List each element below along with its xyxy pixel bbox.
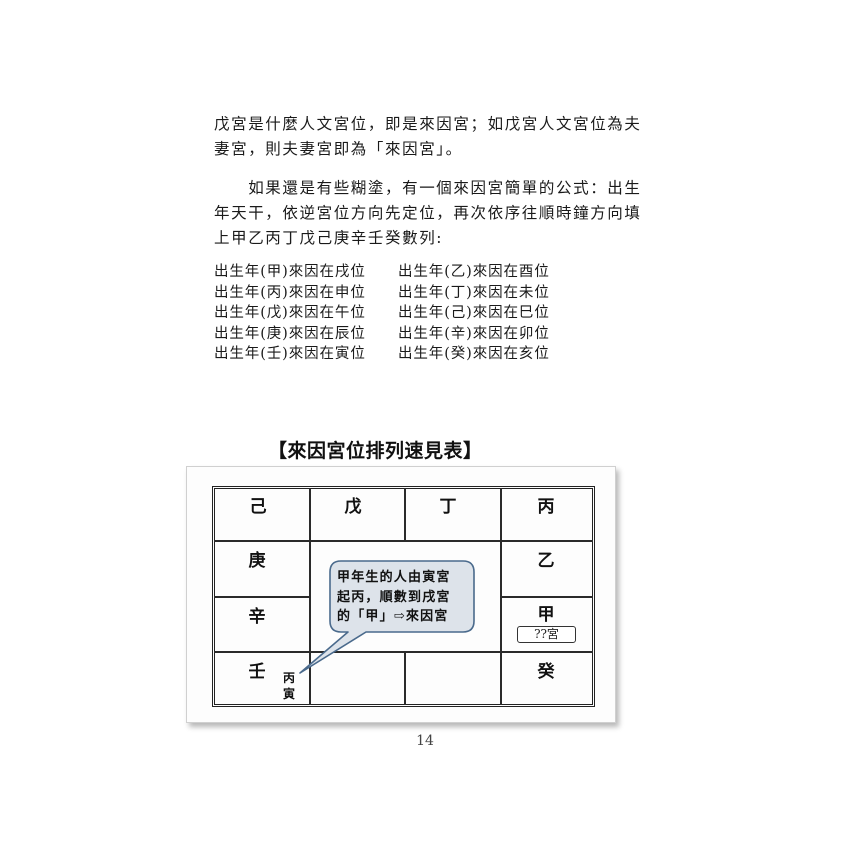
callout-line: 甲年生的人由寅宮 — [337, 570, 451, 585]
stem-ji: 己 — [249, 497, 267, 517]
stem-xin: 辛 — [248, 607, 266, 627]
text-line: 戊宮是什麼人文宮位，即是來因宮；如戊宮人文宮位為夫 — [214, 115, 642, 133]
grid-line — [500, 488, 502, 705]
list-item: 出生年(甲)來因在戌位 — [214, 264, 366, 280]
callout-text: 甲年生的人由寅宮 起丙，順數到戌宮 的「甲」⇨來因宮 — [337, 568, 473, 627]
birth-year-list: 出生年(甲)來因在戌位 出生年(乙)來因在酉位 出生年(丙)來因在申位 出生年(… — [214, 262, 582, 365]
grid-line — [500, 540, 593, 542]
list-item: 出生年(庚)來因在辰位 — [214, 325, 366, 342]
list-item: 出生年(戊)來因在午位 — [214, 305, 366, 321]
corner-label-bing: 丙 — [283, 671, 296, 685]
stem-wu: 戊 — [344, 497, 362, 517]
list-item: 出生年(己)來因在巳位 — [398, 305, 550, 321]
list-item: 出生年(癸)來因在亥位 — [398, 346, 550, 362]
list-item: 出生年(壬)來因在寅位 — [214, 346, 366, 362]
list-item: 出生年(乙)來因在酉位 — [398, 264, 550, 280]
list-row: 出生年(甲)來因在戌位 出生年(乙)來因在酉位 — [214, 262, 582, 283]
grid-line — [309, 488, 311, 705]
list-row: 出生年(壬)來因在寅位 出生年(癸)來因在亥位 — [214, 344, 582, 365]
text-line: 年天干，依逆宮位方向先定位，再次依序往順時鐘方向填 — [214, 204, 642, 222]
stem-ren: 壬 — [248, 662, 266, 682]
grid-line — [214, 540, 310, 542]
stem-jia: 甲 — [537, 605, 555, 625]
list-row: 出生年(庚)來因在辰位 出生年(辛)來因在卯位 — [214, 324, 582, 345]
stem-gui: 癸 — [537, 662, 555, 682]
text-line: 上甲乙丙丁戊己庚辛壬癸數列: — [214, 229, 444, 247]
list-item: 出生年(丙)來因在申位 — [214, 284, 366, 301]
stem-yi: 乙 — [537, 551, 555, 571]
grid-line — [500, 596, 593, 598]
callout-line: 起丙，順數到戌宮 — [337, 589, 451, 605]
grid-line — [214, 596, 310, 598]
list-row: 出生年(戊)來因在午位 出生年(己)來因在巳位 — [214, 303, 582, 324]
palace-grid — [212, 486, 595, 707]
table-title: 【來因宮位排列速見表】 — [268, 440, 483, 462]
callout-line: 的「甲」⇨來因宮 — [337, 609, 449, 624]
list-item: 出生年(辛)來因在卯位 — [398, 325, 550, 342]
stem-bing: 丙 — [537, 497, 555, 517]
grid-line — [404, 651, 406, 705]
list-row: 出生年(丙)來因在申位 出生年(丁)來因在未位 — [214, 283, 582, 304]
grid-line — [404, 488, 406, 541]
text-line: 妻宮，則夫妻宮即為「來因宮」。 — [214, 140, 463, 158]
page-number: 14 — [416, 733, 434, 749]
text-line: 如果還是有些糊塗，有一個來因宮簡單的公式：出生 — [214, 179, 642, 197]
stem-ding: 丁 — [439, 497, 457, 517]
unknown-palace-tag: ??宮 — [517, 626, 576, 643]
paragraph-intro: 戊宮是什麼人文宮位，即是來因宮；如戊宮人文宮位為夫 妻宮，則夫妻宮即為「來因宮」… — [214, 112, 642, 162]
corner-label-yin: 寅 — [283, 687, 296, 701]
list-item: 出生年(丁)來因在未位 — [398, 284, 550, 301]
stem-geng: 庚 — [248, 551, 266, 571]
paragraph-formula: 如果還是有些糊塗，有一個來因宮簡單的公式：出生 年天干，依逆宮位方向先定位，再次… — [214, 176, 642, 251]
